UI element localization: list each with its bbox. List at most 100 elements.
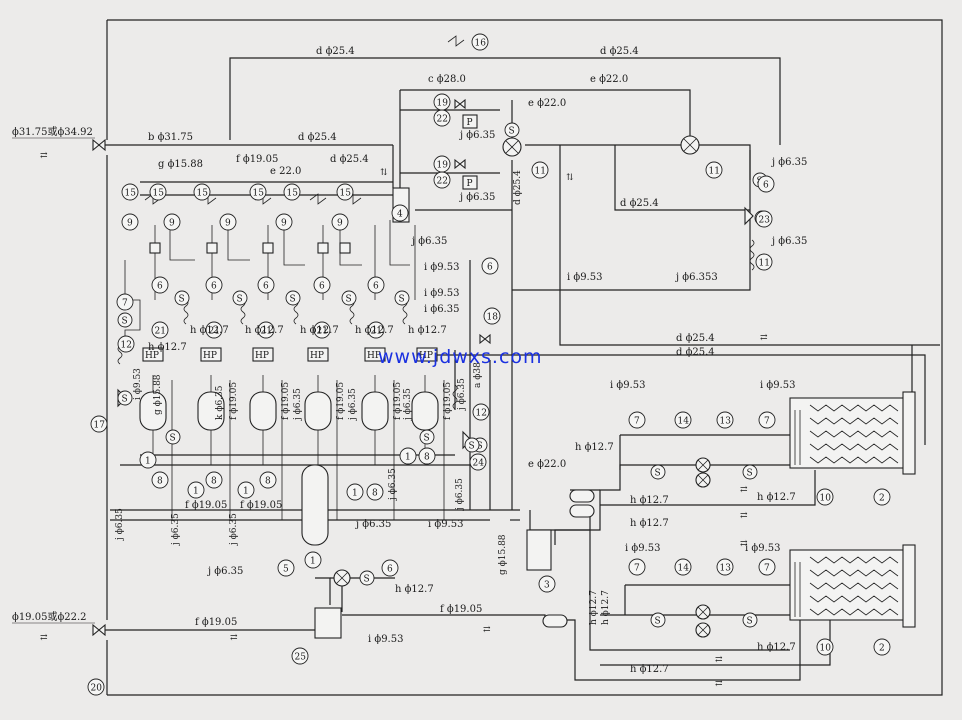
- callout-circle: [873, 488, 891, 506]
- callout-number: 15: [340, 189, 352, 199]
- svg-text:h ϕ12.7: h ϕ12.7: [575, 442, 614, 453]
- callout-number: 21: [371, 327, 382, 337]
- sensor-s-label: S: [179, 295, 185, 305]
- callout-number: 17: [94, 421, 106, 431]
- hp-switch-box: [307, 347, 329, 362]
- callout-number: 7: [764, 564, 770, 574]
- svg-text:⇄: ⇄: [40, 151, 48, 161]
- svg-text:i ϕ9.53: i ϕ9.53: [424, 262, 459, 273]
- callout-circle: [304, 551, 322, 569]
- svg-text:⇄: ⇄: [740, 511, 748, 521]
- hp-switch-box: [364, 347, 386, 362]
- callout-circle: [187, 481, 205, 499]
- compressor-unit-3: [249, 220, 305, 520]
- callout-circle: [313, 276, 331, 294]
- callout-number: 8: [157, 477, 163, 487]
- callout-number: 9: [225, 219, 231, 229]
- sensor-s-icon: [742, 464, 758, 480]
- callout-circle: [193, 183, 211, 201]
- callout-number: 21: [261, 327, 272, 337]
- svg-text:j ϕ6.35: j ϕ6.35: [348, 388, 358, 421]
- svg-text:f ϕ19.05: f ϕ19.05: [185, 500, 227, 511]
- svg-text:h ϕ12.7: h ϕ12.7: [630, 518, 669, 529]
- callout-number: 9: [281, 219, 287, 229]
- label-suction-main: ϕ31.75或ϕ34.92: [12, 126, 93, 138]
- sensor-s-icon: [419, 429, 435, 445]
- callout-number: 13: [720, 417, 732, 427]
- callout-circle: [469, 453, 487, 471]
- callout-number: 25: [295, 653, 307, 663]
- sensor-s-icon: [117, 390, 133, 406]
- svg-text:h ϕ12.7: h ϕ12.7: [245, 325, 284, 336]
- svg-text:i ϕ9.53: i ϕ9.53: [368, 634, 403, 645]
- svg-text:j ϕ6.35: j ϕ6.35: [455, 478, 465, 511]
- callout-number: 6: [487, 263, 493, 273]
- callout-circle: [219, 213, 237, 231]
- callout-circle: [472, 403, 490, 421]
- callout-number: 8: [211, 477, 217, 487]
- four-way-valves: [502, 135, 700, 157]
- sensor-s-icon: [742, 612, 758, 628]
- svg-text:h ϕ12.7: h ϕ12.7: [355, 325, 394, 336]
- filter-bottom: [542, 614, 568, 628]
- svg-text:f ϕ19.05: f ϕ19.05: [229, 382, 239, 420]
- svg-text:e ϕ22.0: e ϕ22.0: [528, 98, 566, 109]
- accumulator: [301, 464, 329, 546]
- liquid-tank: [314, 607, 342, 639]
- svg-text:i ϕ9.53: i ϕ9.53: [745, 543, 780, 554]
- callout-circle: [716, 558, 734, 576]
- svg-text:g ϕ15.88: g ϕ15.88: [153, 374, 163, 415]
- sensor-s-label: S: [364, 575, 370, 585]
- callout-number: 6: [763, 181, 769, 191]
- callout-circle: [538, 575, 556, 593]
- callout-number: 14: [678, 564, 690, 574]
- sensor-s-icon: [232, 290, 248, 306]
- callout-circle: [90, 415, 108, 433]
- callout-circle: [674, 411, 692, 429]
- callout-number: 5: [283, 565, 289, 575]
- hp-switch-label: HP: [419, 351, 433, 361]
- svg-text:b ϕ31.75: b ϕ31.75: [148, 132, 193, 143]
- svg-text:f ϕ19.05: f ϕ19.05: [195, 617, 237, 628]
- svg-text:h ϕ12.7: h ϕ12.7: [630, 495, 669, 506]
- callout-number: 7: [764, 417, 770, 427]
- callout-number: 1: [243, 487, 249, 497]
- svg-text:e ϕ22.0: e ϕ22.0: [590, 74, 628, 85]
- svg-text:e 22.0: e 22.0: [270, 166, 301, 177]
- sensor-s-icon: [165, 429, 181, 445]
- svg-text:h ϕ12.7: h ϕ12.7: [190, 325, 229, 336]
- callout-number: 2: [879, 494, 885, 504]
- svg-text:⇄: ⇄: [483, 625, 491, 635]
- svg-text:f ϕ19.05: f ϕ19.05: [336, 382, 346, 420]
- compressor-unit-1: [124, 220, 195, 520]
- svg-text:f ϕ19.05: f ϕ19.05: [281, 382, 291, 420]
- filter-driers: [149, 242, 351, 254]
- callout-number: 7: [122, 299, 128, 309]
- callout-number: 1: [352, 489, 358, 499]
- callout-number: 6: [319, 282, 325, 292]
- callout-number: 1: [145, 457, 151, 467]
- callout-circle: [418, 447, 436, 465]
- callout-number: 1: [193, 487, 199, 497]
- callout-number: 12: [476, 409, 487, 419]
- callout-circle: [705, 161, 723, 179]
- svg-text:i ϕ9.53: i ϕ9.53: [133, 368, 143, 400]
- callout-number: 21: [209, 327, 220, 337]
- svg-text:h ϕ12.7: h ϕ12.7: [630, 664, 669, 675]
- svg-text:i ϕ9.53: i ϕ9.53: [428, 519, 463, 530]
- sensor-s-label: S: [477, 442, 483, 452]
- svg-text:⇄: ⇄: [715, 655, 723, 665]
- callout-circle: [628, 558, 646, 576]
- callout-number: 11: [759, 259, 770, 269]
- callout-circle: [117, 335, 135, 353]
- svg-text:i ϕ6.35: i ϕ6.35: [424, 304, 459, 315]
- callout-number: 10: [820, 644, 832, 654]
- pressure-switch-box: [462, 175, 478, 190]
- sensor-s-label: S: [655, 469, 661, 479]
- svg-text:i ϕ9.53: i ϕ9.53: [625, 543, 660, 554]
- callout-number: 12: [121, 341, 132, 351]
- watermark: www.jdwxs.com: [378, 346, 543, 368]
- callout-number: 24: [473, 459, 485, 469]
- callout-number: 19: [437, 99, 449, 109]
- svg-text:g ϕ15.88: g ϕ15.88: [498, 534, 508, 575]
